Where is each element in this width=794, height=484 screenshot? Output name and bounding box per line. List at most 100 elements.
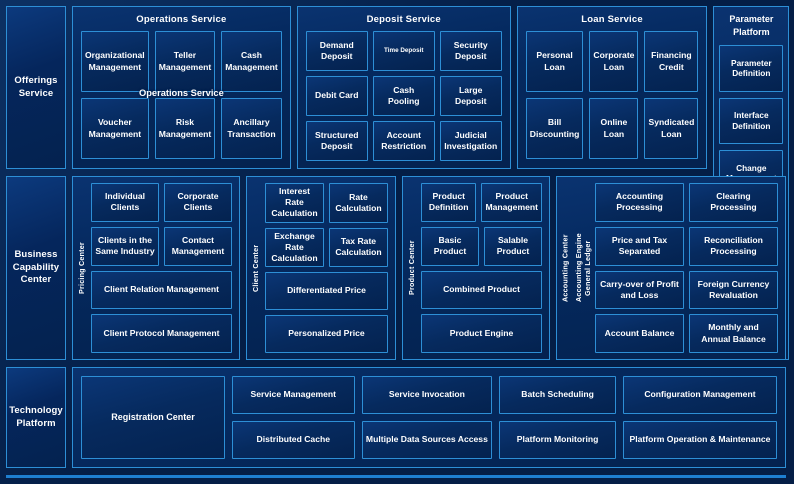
rail-item-interface-definition[interactable]: Interface Definition bbox=[719, 97, 784, 145]
pricing-row-1: Individual Clients Corporate Clients bbox=[91, 183, 232, 222]
cell-reconciliation-processing[interactable]: Reconciliation Processing bbox=[689, 226, 778, 266]
cell-account-restriction[interactable]: Account Restriction bbox=[372, 121, 435, 161]
cell-platform-operation-maintenance[interactable]: Platform Operation & Maintenance bbox=[622, 421, 777, 459]
cell-salable-product[interactable]: Salable Product bbox=[484, 226, 542, 266]
cell-registration-center[interactable]: Registration Center bbox=[81, 376, 225, 459]
cell-tax-rate-calculation[interactable]: Tax Rate Calculation bbox=[329, 227, 388, 268]
cell-product-definition[interactable]: Product Definition bbox=[421, 183, 477, 222]
group-loan-service[interactable]: Loan Service Personal Loan Corporate Loa… bbox=[516, 6, 708, 169]
vlabel-general-ledger: General Ledger bbox=[583, 240, 592, 296]
cell-combined-product[interactable]: Combined Product bbox=[421, 270, 542, 310]
accounting-subgroups: Accounting Engine General Ledger Account… bbox=[574, 183, 778, 353]
operations-service-cells: Organizational Management Teller Managem… bbox=[73, 31, 290, 168]
row-label-technology-platform: Technology Platform bbox=[6, 367, 66, 468]
cell-account-balance[interactable]: Account Balance bbox=[595, 314, 684, 353]
cell-demand-deposit[interactable]: Demand Deposit bbox=[305, 31, 368, 71]
group-title-loan-service: Loan Service bbox=[581, 14, 643, 25]
cell-clients-in-the-same-industry[interactable]: Clients in the Same Industry bbox=[91, 226, 159, 266]
group-deposit-service[interactable]: Deposit Service Demand Deposit Time Depo… bbox=[296, 6, 511, 169]
cell-structured-deposit[interactable]: Structured Deposit bbox=[305, 121, 368, 161]
cell-multiple-data-sources-access[interactable]: Multiple Data Sources Access bbox=[361, 421, 493, 459]
accounting-cells: Accounting Processing Clearing Processin… bbox=[595, 183, 778, 353]
rail-item-parameter-definition[interactable]: Parameter Definition bbox=[719, 45, 784, 92]
cell-price-and-tax-separated[interactable]: Price and Tax Separated bbox=[595, 226, 684, 266]
cell-configuration-management[interactable]: Configuration Management bbox=[622, 376, 777, 414]
cell-basic-product[interactable]: Basic Product bbox=[421, 226, 479, 266]
business-capability-row: Business Capability Center Pricing Cente… bbox=[6, 176, 786, 360]
pricing-row-2: Clients in the Same Industry Contact Man… bbox=[91, 226, 232, 266]
product-center-cells: Product Definition Product Management Ba… bbox=[421, 183, 542, 353]
cell-debit-card[interactable]: Debit Card bbox=[305, 76, 368, 116]
cell-individual-clients[interactable]: Individual Clients bbox=[91, 183, 159, 222]
client-center-cells: Interest Rate Calculation Rate Calculati… bbox=[265, 183, 388, 353]
group-title-operations-service: Operations Service bbox=[136, 14, 227, 25]
cell-accounting-processing[interactable]: Accounting Processing bbox=[595, 183, 684, 222]
cell-cash-management[interactable]: Cash Management bbox=[221, 31, 282, 92]
cell-personal-loan[interactable]: Personal Loan bbox=[525, 31, 584, 92]
bottom-divider bbox=[6, 475, 786, 478]
cell-service-management[interactable]: Service Management bbox=[232, 376, 355, 414]
group-accounting-center[interactable]: Accounting Center Accounting Engine Gene… bbox=[556, 176, 786, 360]
deposit-service-cells: Demand Deposit Time Deposit Security Dep… bbox=[298, 31, 510, 168]
cell-teller-management[interactable]: Teller Management bbox=[154, 31, 216, 92]
cell-voucher-management[interactable]: Voucher Management bbox=[81, 98, 149, 159]
cell-cash-pooling[interactable]: Cash Pooling bbox=[372, 76, 435, 116]
loan-service-cells: Personal Loan Corporate Loan Financing C… bbox=[518, 31, 707, 168]
client-row-2: Exchange Rate Calculation Tax Rate Calcu… bbox=[265, 227, 388, 268]
group-title-deposit-service: Deposit Service bbox=[366, 14, 441, 25]
cell-differentiated-price[interactable]: Differentiated Price bbox=[265, 272, 388, 311]
cell-organizational-management[interactable]: Organizational Management bbox=[81, 31, 149, 92]
cell-client-relation-management[interactable]: Client Relation Management bbox=[91, 270, 232, 310]
cell-product-engine[interactable]: Product Engine bbox=[421, 314, 542, 353]
cell-security-deposit[interactable]: Security Deposit bbox=[439, 31, 502, 71]
cell-judicial-investigation[interactable]: Judicial Investigation bbox=[439, 121, 502, 161]
vlabel-accounting-center: Accounting Center bbox=[560, 234, 570, 302]
capability-groups: Pricing Center Individual Clients Corpor… bbox=[72, 176, 786, 360]
general-ledger-row-1: Carry-over of Profit and Loss Foreign Cu… bbox=[595, 270, 778, 310]
general-ledger-row-2: Account Balance Monthly and Annual Balan… bbox=[595, 314, 778, 353]
cell-monthly-and-annual-balance[interactable]: Monthly and Annual Balance bbox=[689, 314, 778, 353]
cell-rate-calculation[interactable]: Rate Calculation bbox=[329, 183, 388, 223]
vlabel-client-center: Client Center bbox=[251, 244, 260, 292]
cell-time-deposit[interactable]: Time Deposit bbox=[372, 31, 435, 71]
cell-interest-rate-calculation[interactable]: Interest Rate Calculation bbox=[265, 183, 324, 223]
cell-corporate-loan[interactable]: Corporate Loan bbox=[589, 31, 639, 92]
cell-ancillary-transaction[interactable]: Ancillary Transaction bbox=[221, 98, 282, 159]
group-client-center[interactable]: Client Center Interest Rate Calculation … bbox=[246, 176, 396, 360]
cell-platform-monitoring[interactable]: Platform Monitoring bbox=[499, 421, 616, 459]
group-product-center[interactable]: Product Center Product Definition Produc… bbox=[402, 176, 550, 360]
row-label-offerings-service: Offerings Service bbox=[6, 6, 66, 169]
cell-carry-over-of-profit-and-loss[interactable]: Carry-over of Profit and Loss bbox=[595, 270, 684, 310]
cell-large-deposit[interactable]: Large Deposit bbox=[439, 76, 502, 116]
cell-foreign-currency-revaluation[interactable]: Foreign Currency Revaluation bbox=[689, 270, 778, 310]
client-row-1: Interest Rate Calculation Rate Calculati… bbox=[265, 183, 388, 223]
cell-exchange-rate-calculation[interactable]: Exchange Rate Calculation bbox=[265, 227, 324, 268]
cell-bill-discounting[interactable]: Bill Discounting bbox=[525, 98, 584, 159]
vlabel-accounting-engine: Accounting Engine bbox=[574, 233, 583, 303]
cell-client-protocol-management[interactable]: Client Protocol Management bbox=[91, 314, 232, 353]
accounting-engine-row-1: Accounting Processing Clearing Processin… bbox=[595, 183, 778, 222]
cell-clearing-processing[interactable]: Clearing Processing bbox=[689, 183, 778, 222]
vlabel-pricing-center: Pricing Center bbox=[77, 242, 86, 294]
cell-online-loan[interactable]: Online Loan bbox=[589, 98, 639, 159]
rail-title-parameter-platform: Parameter Platform bbox=[729, 14, 774, 38]
cell-financing-credit[interactable]: Financing Credit bbox=[644, 31, 699, 92]
vlabel-accounting-engine-general-ledger: Accounting Engine General Ledger bbox=[574, 183, 592, 353]
cell-contact-management[interactable]: Contact Management bbox=[164, 226, 232, 266]
group-operations-service[interactable]: Operations Service Operations Service Or… bbox=[72, 6, 291, 169]
technology-cells: Service Management Service Invocation Ba… bbox=[232, 376, 777, 459]
cell-batch-scheduling[interactable]: Batch Scheduling bbox=[499, 376, 616, 414]
accounting-engine-row-2: Price and Tax Separated Reconciliation P… bbox=[595, 226, 778, 266]
cell-corporate-clients[interactable]: Corporate Clients bbox=[164, 183, 232, 222]
cell-product-management[interactable]: Product Management bbox=[481, 183, 542, 222]
cell-personalized-price[interactable]: Personalized Price bbox=[265, 315, 388, 353]
cell-distributed-cache[interactable]: Distributed Cache bbox=[232, 421, 355, 459]
cell-service-invocation[interactable]: Service Invocation bbox=[361, 376, 493, 414]
cell-risk-management[interactable]: Risk Management bbox=[154, 98, 216, 159]
group-technology-platform[interactable]: Registration Center Service Management S… bbox=[72, 367, 786, 468]
group-pricing-center[interactable]: Pricing Center Individual Clients Corpor… bbox=[72, 176, 240, 360]
offerings-service-row: Offerings Service Operations Service Ope… bbox=[6, 6, 790, 360]
product-row-1: Product Definition Product Management bbox=[421, 183, 542, 222]
cell-syndicated-loan[interactable]: Syndicated Loan bbox=[644, 98, 699, 159]
